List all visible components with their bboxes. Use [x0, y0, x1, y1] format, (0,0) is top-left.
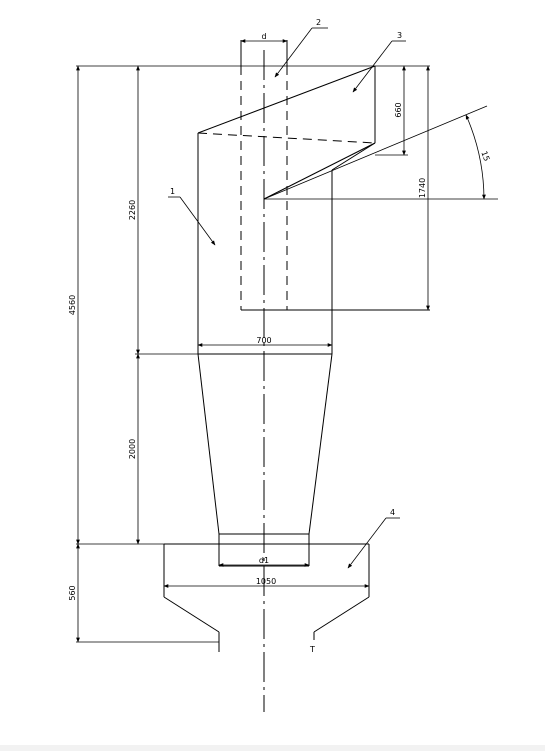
dim-inlet-angle-label: 15 — [479, 150, 491, 163]
dim-dust-outlet-diameter: d1 — [218, 556, 310, 567]
dim-inlet-height-label: 660 — [394, 102, 403, 117]
dim-cylinder-diameter: 700 — [197, 336, 333, 347]
t-marker: T — [309, 645, 315, 654]
dim-dust-outlet-diameter-label: d1 — [259, 556, 269, 565]
dim-hopper-width-label: 1050 — [256, 577, 276, 586]
dim-cylinder-height-label: 2260 — [128, 200, 137, 220]
dim-cylinder-diameter-label: 700 — [256, 336, 271, 345]
dim-outlet-depth: 1740 — [418, 65, 430, 311]
leader-part-3: 3 — [352, 31, 406, 93]
cone-section — [197, 353, 333, 567]
dim-total-height: 4560 — [68, 65, 80, 545]
dim-outlet-diameter-label: d — [261, 32, 266, 41]
dim-inlet-height: 660 — [394, 65, 406, 156]
t-marker-label: T — [309, 645, 315, 654]
dim-total-height-label: 4560 — [68, 295, 77, 315]
dim-inlet-angle: 15 — [465, 114, 491, 200]
dim-cone-height: 2000 — [128, 353, 140, 545]
dim-outlet-depth-label: 1740 — [418, 178, 427, 198]
leader-part-2: 2 — [274, 18, 328, 78]
dim-hopper-width: 1050 — [163, 577, 370, 588]
part-label-1: 1 — [170, 187, 175, 196]
dim-hopper-height-label: 560 — [68, 585, 77, 600]
part-label-3: 3 — [397, 31, 402, 40]
dim-outlet-diameter: d — [240, 32, 288, 43]
extension-lines — [76, 65, 498, 643]
leader-part-1: 1 — [168, 187, 216, 246]
part-label-2: 2 — [316, 18, 321, 27]
part-label-4: 4 — [390, 508, 395, 517]
cylinder-body — [197, 133, 333, 355]
leader-part-4: 4 — [347, 508, 400, 569]
dim-cylinder-height: 2260 — [128, 65, 140, 355]
dim-cone-height-label: 2000 — [128, 439, 137, 459]
bottom-strip — [0, 745, 545, 751]
dim-hopper-height: 560 — [68, 543, 80, 643]
